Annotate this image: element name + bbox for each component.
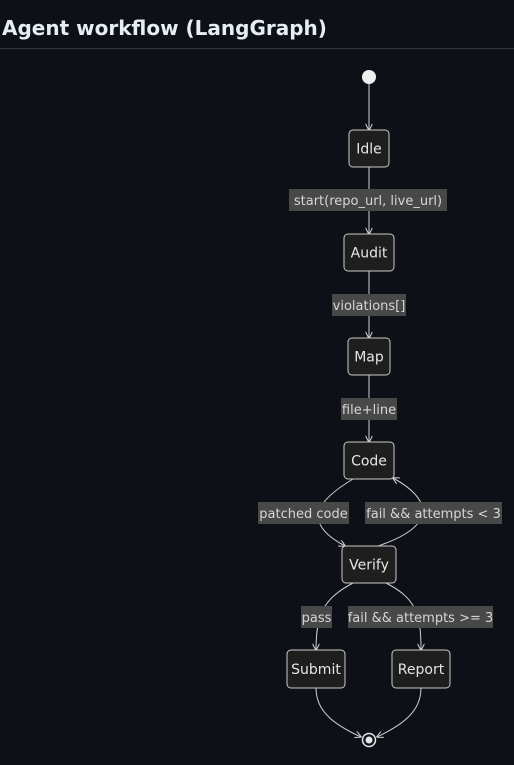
state-report: Report xyxy=(391,649,451,689)
state-audit: Audit xyxy=(343,233,395,272)
state-idle: Idle xyxy=(348,129,390,168)
svg-text:file+line: file+line xyxy=(342,403,396,418)
edge-submit-end xyxy=(315,687,361,737)
state-map: Map xyxy=(347,337,391,376)
edge-label-audit-map: violations[] xyxy=(332,294,406,316)
svg-text:patched code: patched code xyxy=(259,507,347,522)
svg-text:fail && attempts >= 3: fail && attempts >= 3 xyxy=(348,611,494,626)
svg-text:Report: Report xyxy=(398,662,445,678)
svg-text:Idle: Idle xyxy=(356,142,382,158)
svg-text:pass: pass xyxy=(302,611,332,626)
svg-text:violations[]: violations[] xyxy=(333,299,406,314)
svg-text:Map: Map xyxy=(354,350,384,366)
edge-label-verify-code: fail && attempts < 3 xyxy=(365,502,502,524)
title-divider xyxy=(0,48,514,49)
edge-report-end xyxy=(377,687,422,737)
state-code: Code xyxy=(343,441,395,480)
edge-label-verify-report: fail && attempts >= 3 xyxy=(348,606,494,628)
start-state xyxy=(362,70,376,84)
edge-label-idle-audit: start(repo_url, live_url) xyxy=(289,189,447,211)
svg-text:Verify: Verify xyxy=(349,558,389,574)
svg-text:start(repo_url, live_url): start(repo_url, live_url) xyxy=(294,194,442,209)
edge-label-code-verify: patched code xyxy=(258,502,349,524)
state-verify: Verify xyxy=(341,545,397,584)
end-state xyxy=(361,732,377,748)
edge-label-verify-submit: pass xyxy=(301,606,332,628)
svg-text:Code: Code xyxy=(351,454,387,470)
svg-text:Submit: Submit xyxy=(291,662,341,678)
state-submit: Submit xyxy=(286,649,346,689)
svg-text:Audit: Audit xyxy=(351,246,388,262)
page-title: Agent workflow (LangGraph) xyxy=(2,16,327,40)
edge-label-map-code: file+line xyxy=(341,398,397,420)
svg-text:fail && attempts < 3: fail && attempts < 3 xyxy=(366,507,501,522)
